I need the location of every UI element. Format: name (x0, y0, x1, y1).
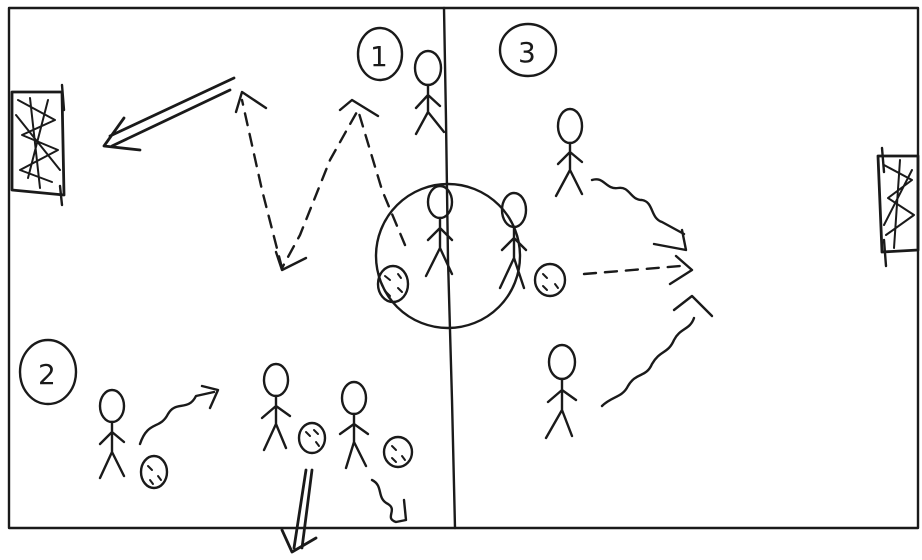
ball (384, 437, 412, 467)
stick-figure-player (500, 193, 526, 288)
stick-figure-player (100, 390, 124, 478)
right-goal (878, 148, 918, 266)
dribble-path (140, 386, 218, 444)
pass-path-dashed (584, 266, 680, 274)
shot-arrow (104, 78, 234, 150)
stick-figure-player (556, 109, 582, 196)
pass-path-dashed (282, 110, 405, 268)
pass-path-dashed (242, 100, 282, 268)
dribble-path (372, 480, 406, 522)
left-goal (12, 85, 64, 205)
stick-figure-player (415, 51, 444, 134)
stage-3-label: 3 (518, 36, 536, 69)
arrow-head (674, 296, 712, 316)
stick-figure-player (340, 382, 368, 468)
ball (535, 264, 565, 296)
stage-2-label: 2 (38, 358, 56, 391)
stick-figure-player (262, 364, 290, 450)
stage-3-marker: 3 (500, 24, 556, 76)
stage-2-marker: 2 (20, 340, 76, 404)
run-path (592, 179, 684, 234)
ball (299, 423, 325, 453)
run-path (602, 318, 694, 406)
field-boundary (9, 8, 918, 528)
stage-1-label: 1 (370, 40, 388, 73)
arrow-head (236, 92, 378, 270)
arrow-head (654, 230, 692, 284)
ball (141, 456, 167, 488)
shot-arrow (282, 470, 316, 552)
stick-figure-player (546, 345, 576, 438)
stage-1-marker: 1 (358, 28, 402, 80)
